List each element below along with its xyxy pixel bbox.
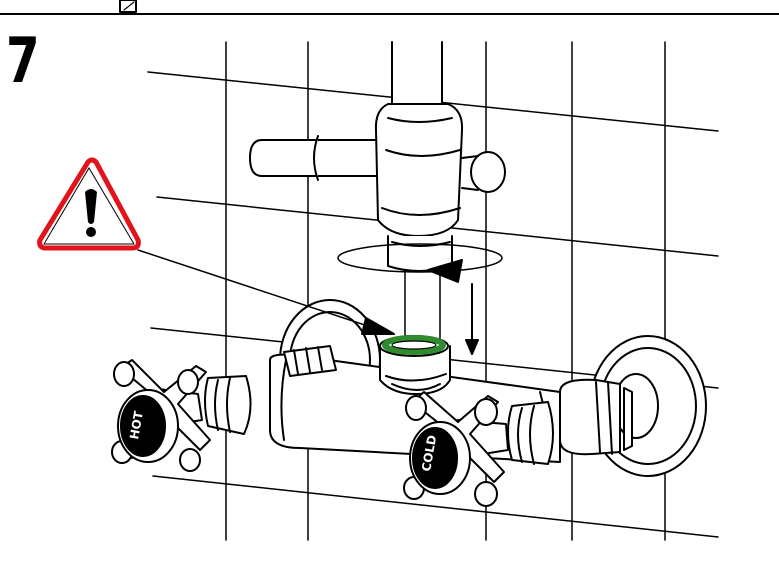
cold-handle	[403, 391, 554, 507]
hot-handle	[111, 359, 252, 472]
cold-knob-label: COLD	[419, 434, 439, 473]
warning-triangle-icon	[37, 157, 141, 251]
pointer-arrow-icon	[137, 249, 395, 335]
left-connector-nut	[283, 345, 337, 377]
riser-pipe	[391, 41, 443, 113]
down-arrow-icon	[465, 283, 479, 355]
right-connector-nut	[559, 378, 633, 456]
checkbox-icon	[119, 0, 137, 13]
outlet-washer	[379, 335, 449, 357]
hot-knob-label: HOT	[127, 409, 146, 440]
wall-bracket	[249, 135, 381, 181]
step-number: 7	[6, 24, 40, 97]
rotate-arrow-icon	[337, 243, 503, 283]
